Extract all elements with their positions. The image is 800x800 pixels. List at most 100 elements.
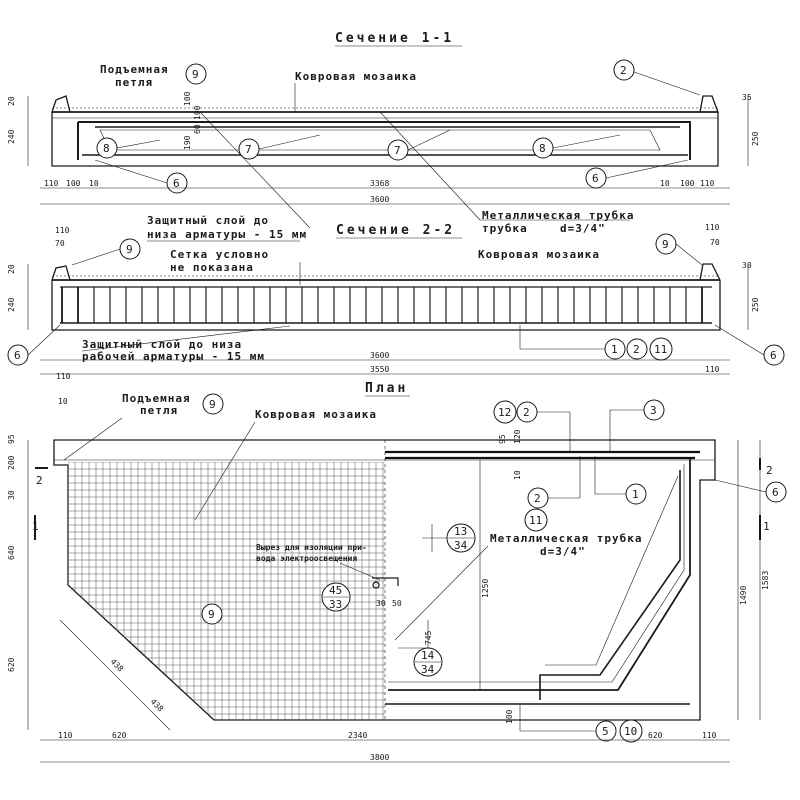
dim-s1-bottom-10a: 10 <box>89 179 99 188</box>
cutout-note-line2: вода электроосвещения <box>256 554 357 563</box>
section-2-stirrups <box>61 287 703 323</box>
dim-s2-right-110: 110 <box>705 223 720 232</box>
callout-s2-9b: 9 <box>662 238 669 251</box>
section-mark-2-right: 2 <box>766 464 773 477</box>
dim-plan-inner-10: 10 <box>513 470 522 480</box>
dim-plan-right-1490: 1490 <box>739 586 748 605</box>
dim-s1-right-250: 250 <box>751 131 760 146</box>
metal-tube-word2-s1: трубка <box>482 222 528 235</box>
dim-plan-95: 95 <box>7 434 16 444</box>
dim-s2-right-250: 250 <box>751 297 760 312</box>
callout-s1-7b: 7 <box>394 144 401 157</box>
callout-s2-6b: 6 <box>770 349 777 362</box>
callout-plan-11: 11 <box>529 514 542 527</box>
dim-s2-3550: 3550 <box>370 365 389 374</box>
callout-s1-7a: 7 <box>245 143 252 156</box>
dim-s1-bottom-10b: 10 <box>660 179 670 188</box>
cover-layer-bottom-line1: Защитный слой до низа <box>82 338 242 351</box>
metal-tube-label-plan: Металлическая трубка <box>490 532 642 545</box>
dim-s2-right-70: 70 <box>710 238 720 247</box>
callout-plan-6: 6 <box>772 486 779 499</box>
callout-plan-2b: 2 <box>534 492 541 505</box>
dim-s1-inner-100b: 100 <box>193 105 202 120</box>
lifting-loop-label-top: Подъемная <box>100 63 169 76</box>
callout-plan-9b: 9 <box>208 608 215 621</box>
dim-s2-left-110: 110 <box>55 226 70 235</box>
dim-s1-left-240: 240 <box>7 129 16 144</box>
section-1-title: Сечение 1-1 <box>335 31 454 46</box>
dim-s1-total: 3600 <box>370 195 389 204</box>
dim-plan-30: 30 <box>7 490 16 500</box>
cover-layer-bottom-line2: рабочей арматуры - 15 мм <box>82 350 265 363</box>
callout-s2-1: 1 <box>611 343 618 356</box>
dim-s2-3600: 3600 <box>370 351 389 360</box>
section-mark-1-left: 1 <box>32 520 39 533</box>
callout-s1-6a: 6 <box>173 177 180 190</box>
dim-s1-inner-60: 60 <box>193 124 202 134</box>
callout-plan-12: 12 <box>498 406 511 419</box>
dim-s2-left-20: 20 <box>7 264 16 274</box>
metal-tube-diameter-s1: d=3/4" <box>560 222 606 235</box>
callout-plan-9a: 9 <box>209 398 216 411</box>
ref-2-bottom: 33 <box>329 598 342 611</box>
callout-s1-9: 9 <box>192 68 199 81</box>
callout-s1-8a: 8 <box>103 142 110 155</box>
dim-plan-inner-100: 100 <box>505 709 514 724</box>
cover-layer-top-line2: низа арматуры - 15 мм <box>147 228 307 241</box>
callout-plan-10: 10 <box>624 725 637 738</box>
section-2-slab <box>51 263 721 331</box>
callout-plan-2a: 2 <box>523 406 530 419</box>
carpet-mosaic-label-plan: Ковровая мозаика <box>255 408 377 421</box>
ref-2-top: 45 <box>329 584 342 597</box>
cutout-note-line1: Вырез для изоляции при- <box>256 543 367 552</box>
dim-plan-bottom-2340: 2340 <box>348 731 367 740</box>
section-1-slab <box>51 95 719 167</box>
dim-plan-left-640: 640 <box>7 545 16 560</box>
dim-s1-bottom-3368: 3368 <box>370 179 389 188</box>
callout-s2-11: 11 <box>654 343 667 356</box>
dim-plan-200: 200 <box>7 455 16 470</box>
section-mark-1-right: 1 <box>763 520 770 533</box>
section-mark-2-left: 2 <box>36 474 43 487</box>
dim-s2-left-240: 240 <box>7 297 16 312</box>
metal-tube-label-s1: Металлическая трубка <box>482 209 634 222</box>
plan-title: План <box>365 381 408 396</box>
ref-1-bottom: 34 <box>454 539 468 552</box>
dim-plan-bottom-620b: 620 <box>648 731 663 740</box>
carpet-mosaic-label-s2: Ковровая мозаика <box>478 248 600 261</box>
ref-3-top: 14 <box>421 649 435 662</box>
callout-s1-6b: 6 <box>592 172 599 185</box>
dim-s1-bottom-100a: 100 <box>66 179 81 188</box>
carpet-mosaic-label-s1: Ковровая мозаика <box>295 70 417 83</box>
section-2-title: Сечение 2-2 <box>336 223 455 238</box>
dim-s1-bottom-110a: 110 <box>44 179 59 188</box>
callout-plan-1: 1 <box>632 488 639 501</box>
dim-s2-left-70: 70 <box>55 239 65 248</box>
dim-s1-bottom-110b: 110 <box>700 179 715 188</box>
callout-s2-2: 2 <box>633 343 640 356</box>
plan-lifting-loop-bottom: петля <box>140 404 178 417</box>
ref-3-bottom: 34 <box>421 663 435 676</box>
dim-plan-bottom-620a: 620 <box>112 731 127 740</box>
dim-plan-inner-1250: 1250 <box>481 579 490 598</box>
callout-plan-3: 3 <box>650 404 657 417</box>
callout-s1-8b: 8 <box>539 142 546 155</box>
dim-plan-total: 3800 <box>370 753 389 762</box>
plan-slab <box>53 439 716 721</box>
dim-s1-left-20: 20 <box>7 96 16 106</box>
dim-plan-inner-745: 745 <box>424 630 433 645</box>
plan-lifting-loop-top: Подъемная <box>122 392 191 405</box>
dim-s2-right-30: 30 <box>742 261 752 270</box>
callout-s2-9a: 9 <box>126 243 133 256</box>
cover-layer-top-line1: Защитный слой до <box>147 214 269 227</box>
callout-s1-2: 2 <box>620 64 627 77</box>
dim-s1-bottom-100b: 100 <box>680 179 695 188</box>
callout-s2-6a: 6 <box>14 349 21 362</box>
ref-1-top: 13 <box>454 525 467 538</box>
dim-plan-bottom-110a: 110 <box>58 731 73 740</box>
dim-plan-right-1583: 1583 <box>761 571 770 590</box>
metal-tube-diameter-plan: d=3/4" <box>540 545 586 558</box>
dim-plan-inner-50: 50 <box>392 599 402 608</box>
lifting-loop-label-bottom: петля <box>115 76 153 89</box>
